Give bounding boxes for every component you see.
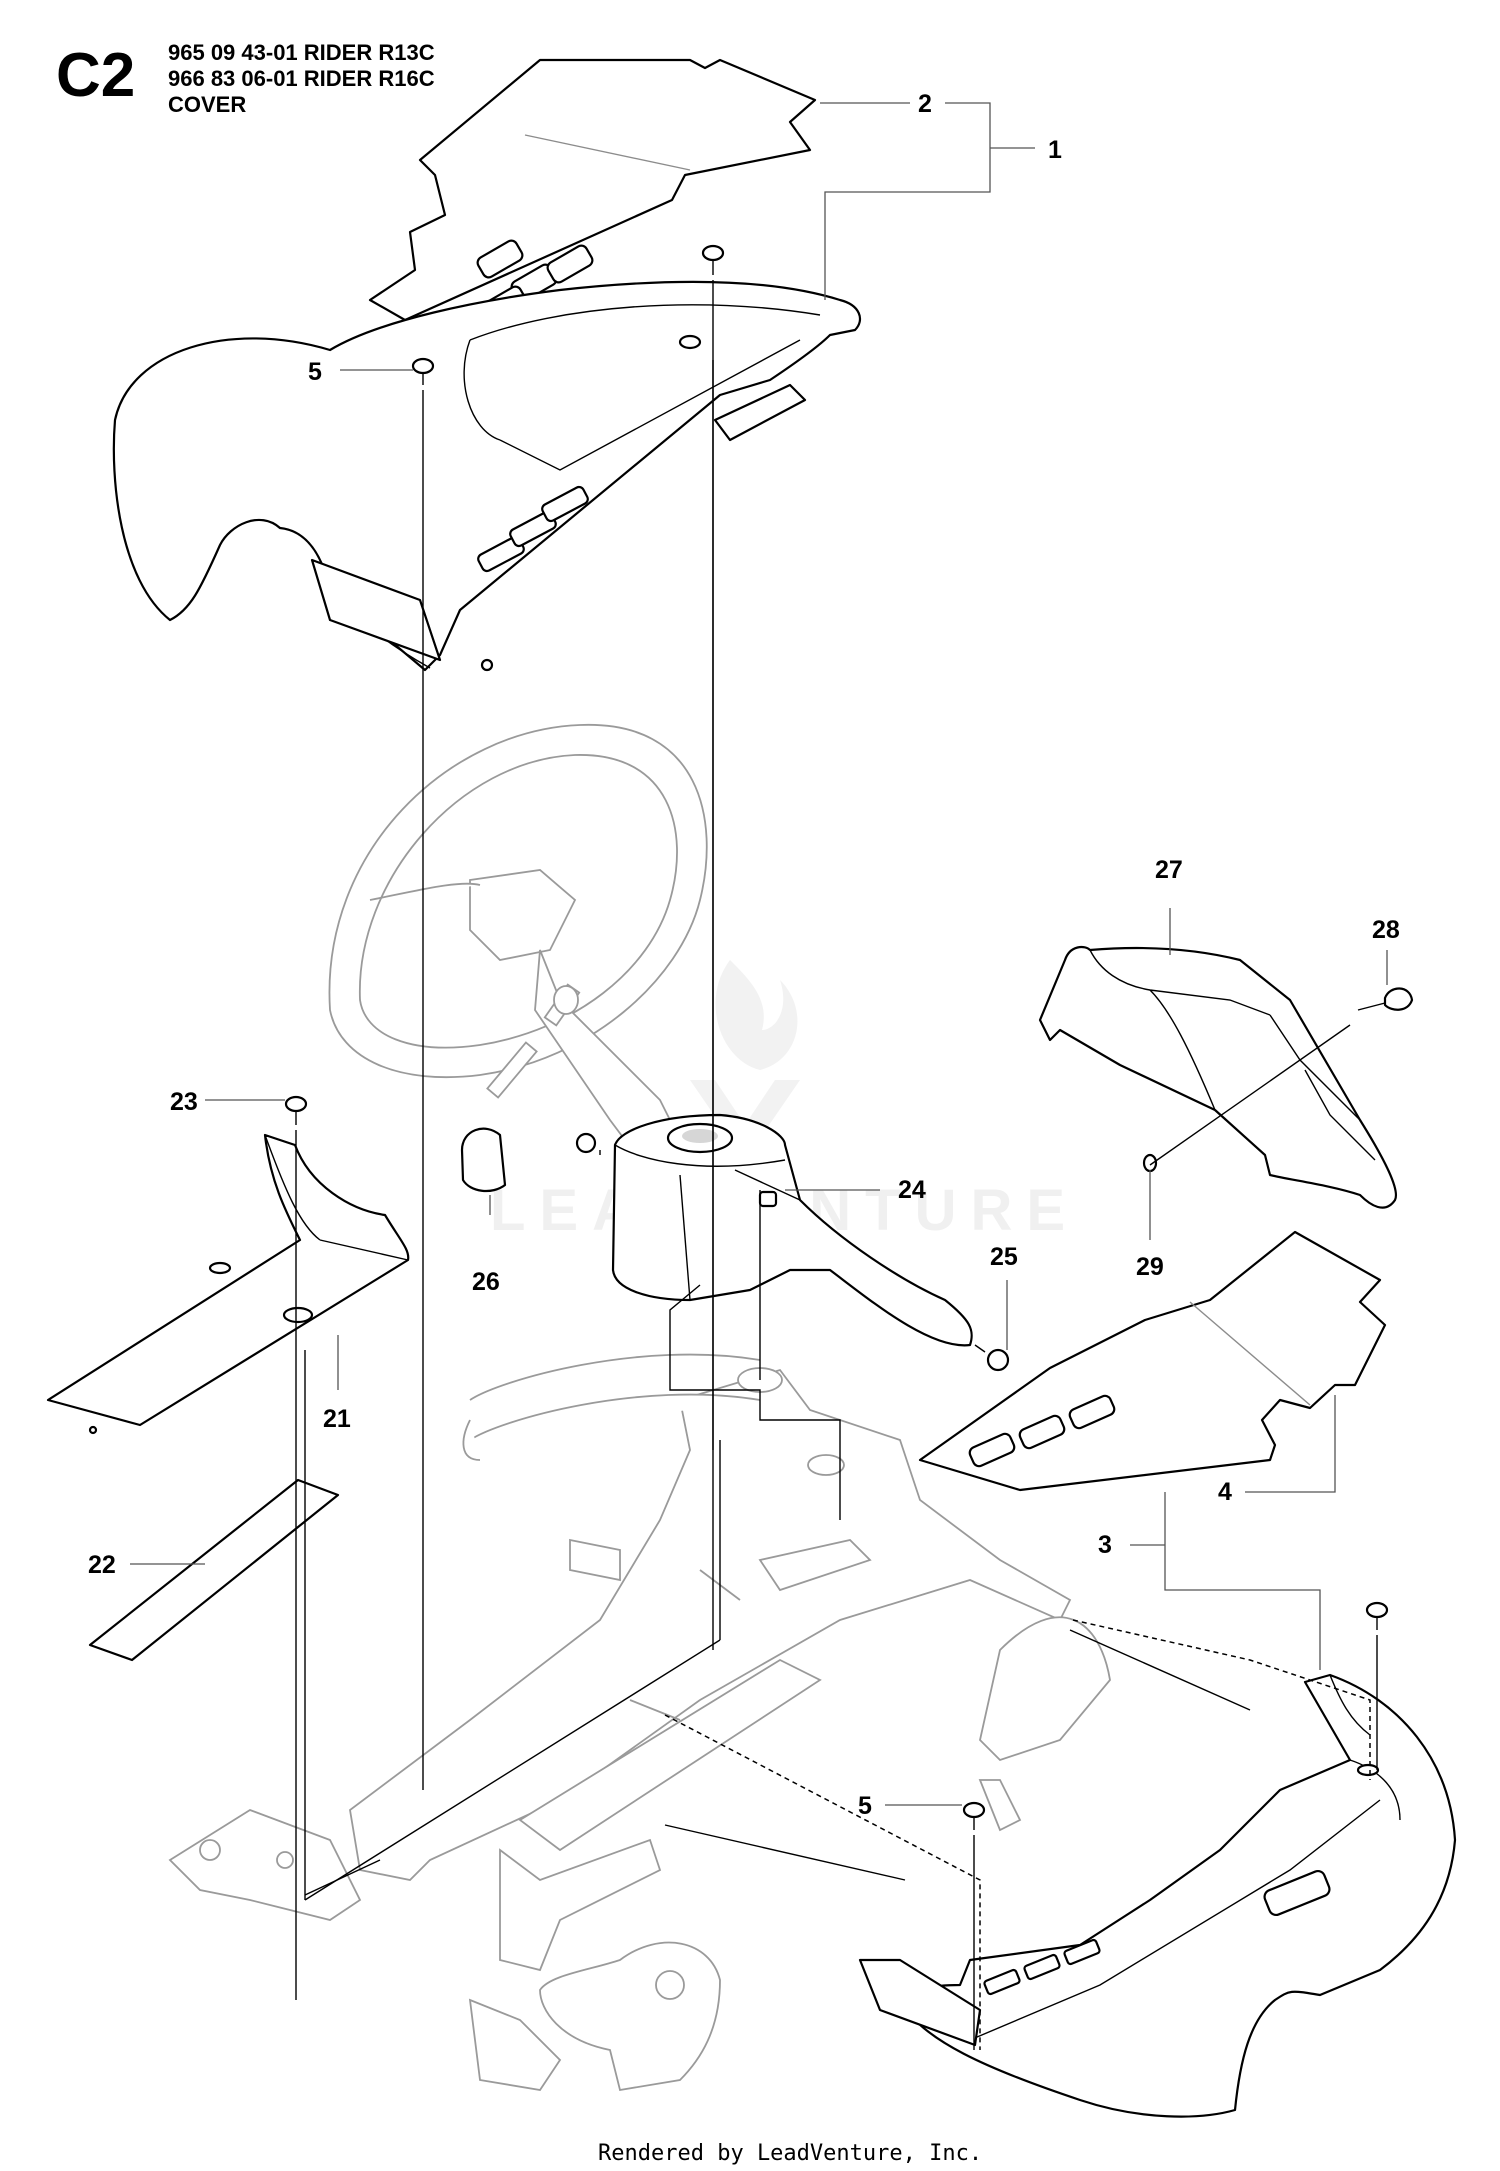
- screw-5-top-left: [411, 357, 435, 385]
- callouts: 2 1 5 27 28 23 24 25 26 29 21 22 4 3 5: [88, 90, 1400, 1820]
- rear-cover: [1038, 945, 1398, 1209]
- callout-21: 21: [323, 1405, 351, 1433]
- callout-28: 28: [1372, 916, 1400, 944]
- cover-title: COVER: [168, 92, 246, 117]
- part-26-cap: [460, 1127, 507, 1193]
- screw-5-top-right: [701, 244, 725, 275]
- floor-mat-lower: [918, 1230, 1387, 1492]
- trim-strip: [88, 1478, 340, 1662]
- dash-console: [575, 1113, 973, 1347]
- side-panel: [46, 1133, 410, 1435]
- upper-fender-cover: [112, 280, 862, 672]
- screw-23: [284, 1095, 308, 1125]
- callout-25: 25: [990, 1243, 1018, 1271]
- callout-2: 2: [918, 90, 932, 118]
- screw-5-bottom: [962, 1801, 986, 1830]
- callout-29: 29: [1136, 1253, 1164, 1281]
- part-29-washer: [1142, 1153, 1158, 1173]
- page-header: C2 965 09 43-01 RIDER R13C 966 83 06-01 …: [56, 40, 435, 117]
- chassis-frame: [168, 1353, 1111, 2092]
- callout-5-top: 5: [308, 358, 322, 386]
- model-line-1: 965 09 43-01 RIDER R13C: [168, 40, 435, 65]
- callout-1: 1: [1048, 136, 1062, 164]
- callout-23: 23: [170, 1088, 198, 1116]
- footer-credit: Rendered by LeadVenture, Inc.: [598, 2141, 982, 2166]
- part-25-screw: [974, 1344, 1010, 1372]
- assembly-lines: [295, 280, 1378, 2050]
- callout-5-bottom: 5: [858, 1792, 872, 1820]
- part-28-pin: [1357, 987, 1414, 1011]
- leader-lines: [130, 102, 1388, 1806]
- steering-wheel: [328, 724, 708, 1162]
- callout-4: 4: [1218, 1478, 1232, 1506]
- callout-3: 3: [1098, 1531, 1112, 1559]
- model-line-2: 966 83 06-01 RIDER R16C: [168, 66, 435, 91]
- lower-fender-cover: [858, 1673, 1457, 2118]
- callout-26: 26: [472, 1268, 500, 1296]
- steering-hardware: [486, 983, 581, 1099]
- callout-27: 27: [1155, 856, 1183, 884]
- callout-24: 24: [898, 1176, 926, 1204]
- callout-22: 22: [88, 1551, 116, 1579]
- screw-5-right: [1365, 1601, 1389, 1630]
- section-code: C2: [56, 41, 135, 110]
